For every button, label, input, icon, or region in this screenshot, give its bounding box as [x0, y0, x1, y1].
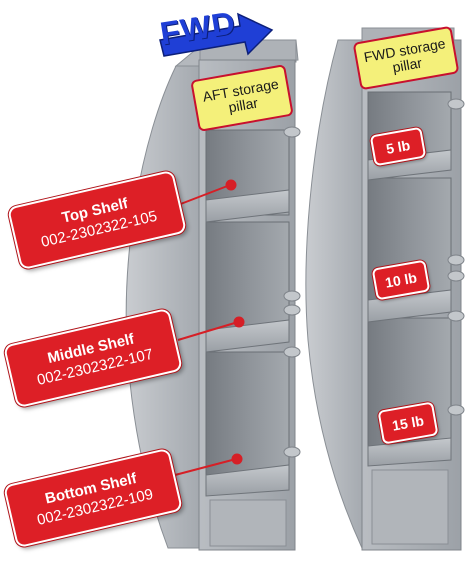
- middle-shelf-marker-dot: [233, 316, 245, 328]
- aft-pillar: [125, 39, 301, 551]
- bottom-shelf-marker-dot: [231, 453, 243, 465]
- aft-pillar-label-line2: pillar: [227, 94, 260, 116]
- aft-bottom-panel: [209, 499, 287, 547]
- aft-mount-knobs: [283, 126, 301, 458]
- bottom-shelf-leader-line: [174, 458, 237, 476]
- aft-middle-compartment: [205, 221, 290, 341]
- fwd-pillar-label-line2: pillar: [391, 54, 424, 76]
- callout-connectors: [174, 179, 245, 476]
- fwd-arrow-icon: [159, 12, 274, 57]
- aft-middle-shelf: [205, 319, 290, 353]
- aft-top-shelf: [205, 189, 290, 223]
- middle-shelf-leader-line: [177, 321, 239, 341]
- top-shelf-marker-dot: [225, 179, 237, 191]
- fwd-pillar-side-panel: [305, 39, 369, 549]
- fwd-bottom-panel: [371, 469, 449, 545]
- fwd-mount-knobs: [447, 98, 465, 416]
- fwd-bottom-shelf: [367, 437, 452, 467]
- aft-bottom-shelf: [205, 464, 290, 497]
- top-shelf-leader-line: [177, 184, 231, 206]
